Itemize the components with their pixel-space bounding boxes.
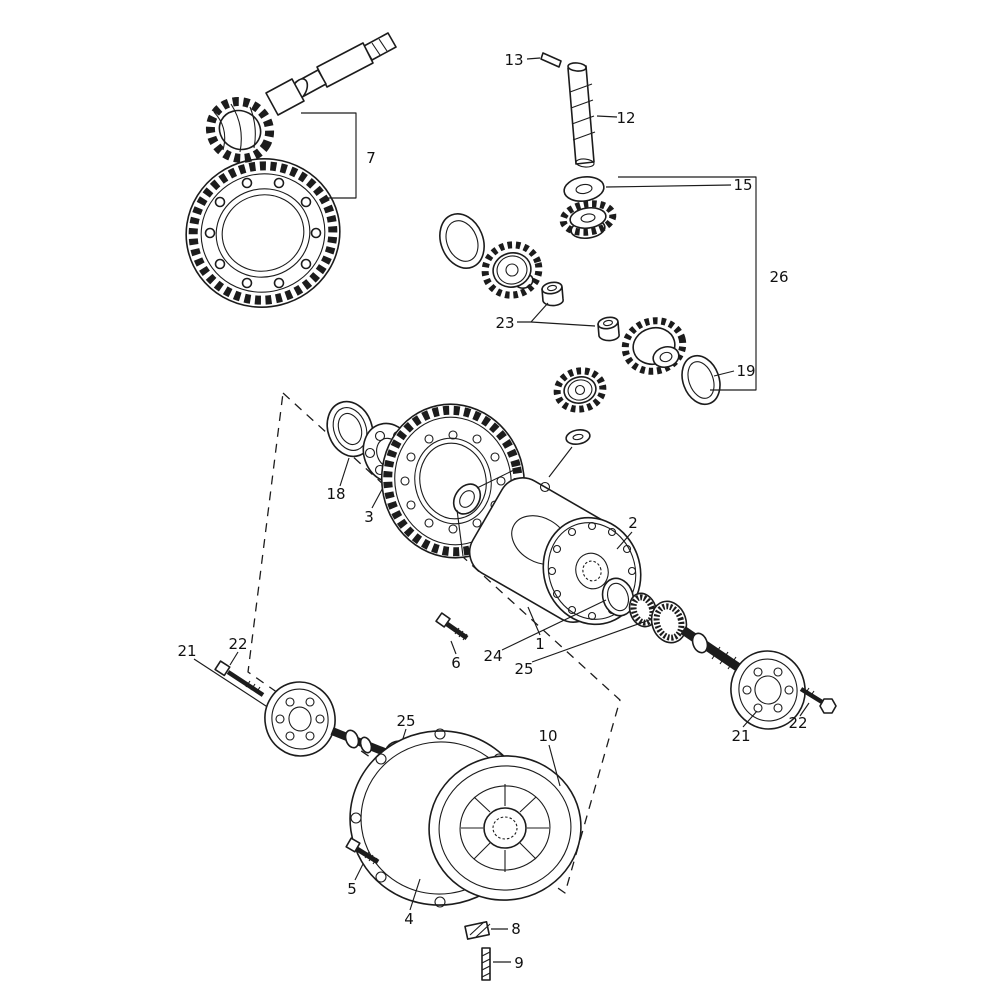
callout-13: 13 bbox=[504, 51, 523, 69]
callout-26: 26 bbox=[769, 268, 788, 286]
callout-8: 8 bbox=[511, 920, 521, 938]
bolt-22-right bbox=[799, 687, 837, 717]
callout-5: 5 bbox=[347, 880, 357, 898]
pinion-shaft bbox=[205, 32, 397, 163]
callout-15: 15 bbox=[733, 176, 752, 194]
spider-gear-b bbox=[553, 367, 607, 413]
bracket-23 bbox=[517, 302, 596, 327]
crown-wheel-ring-gear bbox=[185, 158, 341, 308]
callout-2: 2 bbox=[628, 514, 638, 532]
callout-25-lower: 25 bbox=[396, 712, 415, 730]
axle-flange-left bbox=[264, 681, 336, 757]
callout-25-right: 25 bbox=[514, 660, 533, 678]
threaded-stud-9 bbox=[481, 947, 511, 981]
callout-12: 12 bbox=[616, 109, 635, 127]
callout-23: 23 bbox=[495, 314, 514, 332]
differential-pinion-shaft bbox=[567, 62, 618, 168]
axle-shaft-right bbox=[680, 626, 745, 674]
side-gear-upper bbox=[559, 200, 617, 240]
bolt-5 bbox=[345, 837, 380, 881]
roller-bearing-right bbox=[531, 592, 688, 663]
callout-10: 10 bbox=[538, 727, 557, 745]
bolt-22-left bbox=[214, 651, 265, 697]
side-gear-rear bbox=[621, 317, 687, 375]
thrust-washer-lower bbox=[548, 428, 591, 478]
o-ring bbox=[681, 354, 735, 406]
assembly-axis-outline bbox=[247, 392, 621, 894]
shim-ring bbox=[439, 213, 485, 269]
callout-18: 18 bbox=[326, 485, 345, 503]
callout-24: 24 bbox=[483, 647, 502, 665]
callout-6: 6 bbox=[451, 654, 461, 672]
bracket-7 bbox=[301, 112, 357, 199]
bushing-a bbox=[541, 281, 564, 307]
callout-19: 19 bbox=[736, 362, 755, 380]
callout-7: 7 bbox=[366, 149, 376, 167]
side-cover-bowl bbox=[428, 744, 582, 901]
axle-flange-right bbox=[730, 650, 806, 730]
callout-3: 3 bbox=[364, 508, 374, 526]
roll-pin bbox=[526, 52, 562, 68]
bearing-spacer-24 bbox=[501, 577, 635, 651]
callout-21-right: 21 bbox=[731, 727, 750, 745]
spider-gear-a bbox=[481, 241, 543, 299]
radial-seal bbox=[326, 400, 374, 487]
thrust-washer-upper bbox=[563, 175, 732, 203]
bracket-26 bbox=[618, 176, 757, 391]
callout-22-right: 22 bbox=[788, 714, 807, 732]
callout-1: 1 bbox=[535, 635, 545, 653]
callout-4: 4 bbox=[404, 910, 414, 928]
bolt-6 bbox=[435, 612, 469, 655]
callout-9: 9 bbox=[514, 954, 524, 972]
callout-22-left: 22 bbox=[228, 635, 247, 653]
callout-21-left: 21 bbox=[177, 642, 196, 660]
bushing-b bbox=[597, 316, 620, 342]
magnet-key-8 bbox=[464, 921, 508, 940]
leader-21-left bbox=[193, 658, 270, 709]
